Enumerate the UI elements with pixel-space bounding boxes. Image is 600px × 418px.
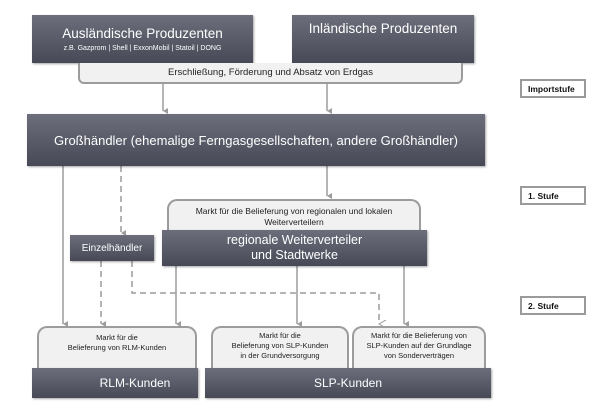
stage-label-first: 1. Stufe — [520, 186, 586, 205]
slp-special-market-line-2: SLP-Kunden auf der Grundlage — [366, 341, 472, 350]
exploration-band-label: Erschließung, Förderung und Absatz von E… — [168, 67, 373, 78]
slp-basic-market-line-1: Markt für die — [259, 331, 301, 340]
stage-import-text: Importstufe — [528, 83, 575, 94]
slp-basic-market-line-3: in der Grundversorgung — [240, 351, 320, 360]
foreign-producers-title: Ausländische Produzenten — [62, 26, 223, 41]
wholesalers-box: Großhändler (ehemalige Ferngasgesellscha… — [27, 114, 485, 166]
rlm-market-line-2: Belieferung von RLM-Kunden — [67, 343, 167, 352]
regional-distributors-box: regionale Weiterverteiler und Stadtwerke — [162, 230, 427, 266]
slp-basic-market-box: Markt für die Belieferung von SLP-Kunden… — [211, 326, 349, 368]
stage-label-second: 2. Stufe — [520, 296, 586, 315]
stage-first-text: 1. Stufe — [528, 190, 559, 201]
stage-label-import: Importstufe — [520, 79, 586, 98]
slp-customers-label: SLP-Kunden — [313, 376, 383, 390]
foreign-producers-examples: z.B. Gazprom | Shell | ExxonMobil | Stat… — [63, 45, 222, 52]
exploration-band: Erschließung, Förderung und Absatz von E… — [78, 63, 463, 84]
slp-basic-market-line-2: Belieferung von SLP-Kunden — [231, 341, 329, 350]
rlm-market-line-1: Markt für die — [96, 333, 138, 342]
regional-market-box: Markt für die Belieferung von regionalen… — [167, 199, 421, 233]
stage-second-text: 2. Stufe — [528, 300, 559, 311]
regional-market-label: Markt für die Belieferung von regionalen… — [195, 206, 393, 227]
rlm-customers-box: RLM-Kunden — [32, 368, 198, 398]
foreign-producers-box: Ausländische Produzenten z.B. Gazprom | … — [32, 15, 253, 63]
slp-special-market-line-3: von Sonderverträgen — [383, 351, 455, 360]
slp-special-market-box: Markt für die Belieferung von SLP-Kunden… — [352, 326, 486, 368]
slp-special-market-line-1: Markt für die Belieferung von — [371, 331, 467, 340]
regional-distributors-line-1: regionale Weiterverteiler — [226, 233, 363, 247]
rlm-customers-label: RLM-Kunden — [99, 376, 171, 390]
wholesalers-label: Großhändler (ehemalige Ferngasgesellscha… — [54, 132, 458, 148]
rlm-market-box: Markt für die Belieferung von RLM-Kunden — [37, 326, 197, 368]
regional-distributors-line-2: und Stadtwerke — [251, 248, 338, 262]
domestic-producers-box: Inländische Produzenten — [292, 15, 474, 63]
domestic-producers-title: Inländische Produzenten — [308, 21, 458, 36]
retailers-label: Einzelhändler — [81, 242, 143, 254]
slp-customers-box: SLP-Kunden — [205, 368, 491, 398]
retailers-box: Einzelhändler — [70, 235, 154, 261]
dashed-retailer-to-slp-special — [131, 261, 379, 324]
